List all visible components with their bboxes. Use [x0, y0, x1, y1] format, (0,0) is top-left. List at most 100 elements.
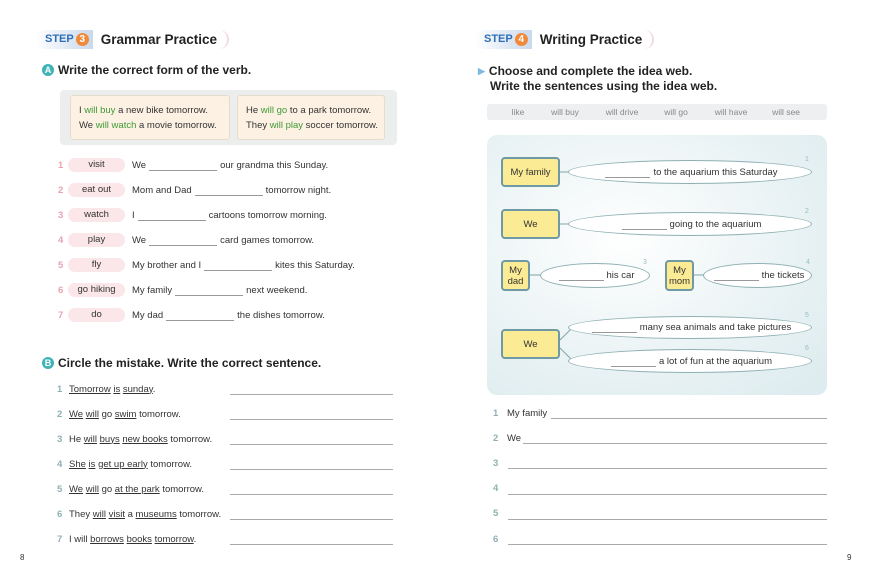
example-sentence: I will buy a new bike tomorrow.: [79, 103, 229, 118]
example-sentence: They will play soccer tomorrow.: [246, 118, 384, 133]
letter-b-icon: B: [42, 357, 54, 369]
answer-blank[interactable]: [194, 185, 263, 196]
example-sentence: He will go to a park tomorrow.: [246, 103, 384, 118]
item-number: 5: [57, 483, 63, 495]
highlighted-verb: will play: [269, 120, 304, 131]
circle-choice[interactable]: new books: [122, 433, 168, 445]
verb-hint: eat out: [68, 183, 125, 197]
sentence-end: kites this Saturday.: [275, 259, 355, 271]
circle-choice[interactable]: We: [69, 408, 84, 420]
verb-hint: watch: [68, 208, 125, 222]
oval-text: many sea animals and take pictures: [639, 322, 792, 333]
item-number: 6: [57, 508, 63, 520]
section-b-instruction: Circle the mistake. Write the correct se…: [58, 356, 322, 370]
answer-line[interactable]: [230, 394, 393, 395]
sentence-text: We: [79, 120, 96, 131]
oval-number: 6: [805, 345, 809, 352]
answer-blank[interactable]: [149, 160, 218, 171]
sentence-text: I will: [69, 533, 91, 545]
circle-choice[interactable]: sunday: [122, 383, 153, 395]
circle-choice[interactable]: is: [88, 458, 96, 470]
instruction-2: Write the sentences using the idea web.: [490, 79, 718, 93]
circle-choice[interactable]: will: [85, 483, 99, 495]
circle-choice[interactable]: is: [113, 383, 121, 395]
circle-choice[interactable]: museums: [135, 508, 177, 520]
section-a-heading: A Write the correct form of the verb.: [42, 63, 251, 77]
answer-blank[interactable]: [621, 219, 667, 230]
answer-line[interactable]: [508, 493, 827, 495]
answer-blank[interactable]: [591, 322, 637, 333]
sentence-end: tomorrow night.: [265, 184, 332, 196]
answer-blank[interactable]: [605, 167, 651, 178]
answer-blank[interactable]: [558, 270, 604, 281]
circle-choice[interactable]: at the park: [114, 483, 160, 495]
item-number: 4: [57, 458, 63, 470]
circle-choice[interactable]: tomorrow: [154, 533, 194, 545]
sentence-text: tomorrow.: [167, 433, 213, 445]
answer-line[interactable]: [523, 443, 827, 445]
answer-line[interactable]: [230, 494, 393, 495]
answer-blank[interactable]: [610, 356, 656, 367]
example-panel-left: I will buy a new bike tomorrow. We will w…: [70, 95, 230, 140]
sentence-start: My family: [132, 284, 173, 296]
subject-box: We: [501, 329, 560, 359]
circle-choice[interactable]: Tomorrow: [69, 383, 111, 395]
oval-number: 3: [643, 259, 647, 266]
section-a-instruction: Write the correct form of the verb.: [58, 63, 252, 77]
circle-choice[interactable]: We: [69, 483, 84, 495]
answer-line[interactable]: [230, 519, 393, 520]
sentence-text: to a park tomorrow.: [287, 105, 372, 116]
highlighted-verb: will watch: [95, 120, 137, 131]
answer-blank[interactable]: [166, 310, 235, 321]
sentence: We will go swim tomorrow.: [69, 409, 181, 420]
answer-line[interactable]: [508, 544, 827, 545]
item-number: 3: [57, 433, 63, 445]
answer-line[interactable]: [230, 544, 393, 545]
item-number: 4: [58, 234, 64, 246]
answer-line[interactable]: [551, 418, 827, 419]
answer-line[interactable]: [508, 518, 827, 520]
answer-line[interactable]: [230, 444, 393, 445]
sentence-text: a new bike tomorrow.: [115, 105, 208, 116]
sentence-text: He: [246, 105, 261, 116]
answer-blank[interactable]: [204, 260, 273, 271]
subject-box: My mom: [665, 260, 694, 291]
page-number-left: 8: [20, 553, 25, 562]
answer-blank[interactable]: [149, 235, 218, 246]
circle-choice[interactable]: She: [69, 458, 86, 470]
answer-line[interactable]: [508, 468, 827, 470]
sentence-start: Mom and Dad: [132, 184, 192, 196]
idea-oval: a lot of fun at the aquarium: [568, 349, 812, 373]
circle-choice[interactable]: will: [85, 408, 99, 420]
circle-choice[interactable]: will: [83, 433, 97, 445]
sentence-start: I: [132, 209, 135, 221]
answer-line[interactable]: [230, 419, 393, 420]
answer-blank[interactable]: [713, 270, 759, 281]
word-bank-item: like: [511, 107, 525, 117]
circle-choice[interactable]: swim: [114, 408, 137, 420]
answer-blank[interactable]: [137, 210, 206, 221]
sentence-start: We: [507, 432, 522, 444]
circle-choice[interactable]: books: [126, 533, 152, 545]
sentence-text: go: [98, 483, 115, 495]
circle-choice[interactable]: will: [92, 508, 106, 520]
item-number: 4: [493, 483, 499, 495]
sentence-text: I: [79, 105, 85, 116]
subject-box: My dad: [501, 260, 530, 291]
sentence-end: our grandma this Sunday.: [220, 159, 329, 171]
circle-choice[interactable]: buys: [99, 433, 120, 445]
answer-blank[interactable]: [175, 285, 244, 296]
circle-choice[interactable]: get up early: [98, 458, 148, 470]
circle-choice[interactable]: borrows: [90, 533, 124, 545]
answer-line[interactable]: [230, 469, 393, 470]
highlighted-verb: will go: [260, 105, 288, 116]
section-title: Writing Practice: [532, 29, 655, 49]
circle-choice[interactable]: visit: [108, 508, 125, 520]
